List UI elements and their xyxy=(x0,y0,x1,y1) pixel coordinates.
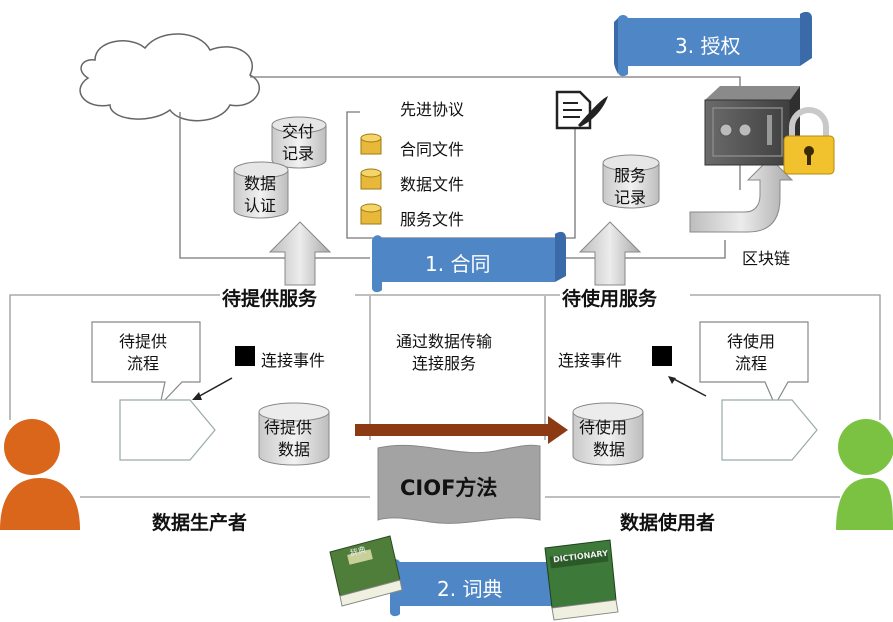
service-record-label-1: 服务 xyxy=(614,166,647,185)
connect-event-square-right xyxy=(652,346,672,366)
dictionary-book-left xyxy=(329,535,403,607)
file-icon-contract xyxy=(360,133,382,155)
use-service-label: 待使用服务 xyxy=(562,288,658,310)
event-arrow-right xyxy=(671,377,707,397)
contract-banner-label: 1. 合同 xyxy=(425,252,491,276)
up-arrow-left xyxy=(268,221,332,286)
event-arrow-left xyxy=(195,377,233,399)
data-file-label: 数据文件 xyxy=(400,175,465,194)
file-icon-data xyxy=(360,168,382,190)
provide-flow-label-1: 待提供 xyxy=(119,332,168,351)
data-auth-cylinder xyxy=(233,161,289,219)
use-flow-callout xyxy=(699,321,809,407)
use-data-cylinder xyxy=(572,402,644,466)
connect-event-right-label: 连接事件 xyxy=(558,351,623,370)
padlock-icon xyxy=(783,107,835,175)
provide-flow-shape xyxy=(119,399,216,461)
provide-flow-label-2: 流程 xyxy=(127,354,160,373)
contract-banner xyxy=(372,231,566,293)
data-auth-label-2: 认证 xyxy=(244,196,277,215)
delivery-record-label-1: 交付 xyxy=(282,122,315,141)
transfer-label-1: 通过数据传输 xyxy=(396,332,493,351)
ciof-banner-label: CIOF方法 xyxy=(400,476,498,500)
data-producer-person-icon xyxy=(0,419,80,530)
use-flow-shape xyxy=(721,399,818,461)
authorize-banner-label: 3. 授权 xyxy=(675,34,741,58)
use-flow-label-1: 待使用 xyxy=(727,332,776,351)
use-flow-label-2: 流程 xyxy=(735,354,768,373)
ciof-banner xyxy=(377,444,541,524)
provide-flow-callout xyxy=(91,321,201,407)
contract-file-label: 合同文件 xyxy=(400,140,465,159)
connect-event-left-label: 连接事件 xyxy=(261,351,326,370)
provide-data-label-1: 待提供 xyxy=(264,418,313,437)
blockchain-curved-arrow xyxy=(689,157,794,233)
lower-frame xyxy=(9,294,220,420)
data-consumer-label: 数据使用者 xyxy=(620,512,716,534)
use-data-label-2: 数据 xyxy=(593,440,626,459)
transfer-arrow-head xyxy=(548,416,568,444)
transfer-arrow-shaft xyxy=(355,424,550,436)
lower-frame-right xyxy=(690,294,881,420)
transfer-label-2: 连接服务 xyxy=(412,354,477,373)
authorize-banner xyxy=(614,11,812,77)
data-auth-label-1: 数据 xyxy=(244,174,277,193)
provide-service-label: 待提供服务 xyxy=(222,288,318,310)
dictionary-book-right xyxy=(544,539,619,621)
use-data-label-1: 待使用 xyxy=(579,418,628,437)
delivery-record-label-2: 记录 xyxy=(282,144,315,163)
document-signature-icon xyxy=(555,90,608,130)
contract-bracket xyxy=(346,111,576,239)
file-icon-service xyxy=(360,203,382,225)
service-record-label-2: 记录 xyxy=(614,188,647,207)
service-file-label: 服务文件 xyxy=(400,210,465,229)
safe-icon xyxy=(704,86,800,166)
provide-data-label-2: 数据 xyxy=(278,440,311,459)
blockchain-label: 区块链 xyxy=(742,249,791,268)
up-arrow-right xyxy=(578,221,642,286)
data-consumer-person-icon xyxy=(836,419,893,530)
dictionary-banner-label: 2. 词典 xyxy=(437,577,503,601)
event-arrow-left-head xyxy=(192,392,202,400)
provide-data-cylinder xyxy=(258,402,330,466)
event-arrow-right-head xyxy=(668,376,676,384)
cloud-shape xyxy=(79,33,260,122)
service-record-cylinder xyxy=(602,154,660,209)
data-producer-label: 数据生产者 xyxy=(152,512,248,534)
advanced-agreement-label: 先进协议 xyxy=(400,100,465,119)
connect-event-square-left xyxy=(235,346,255,366)
